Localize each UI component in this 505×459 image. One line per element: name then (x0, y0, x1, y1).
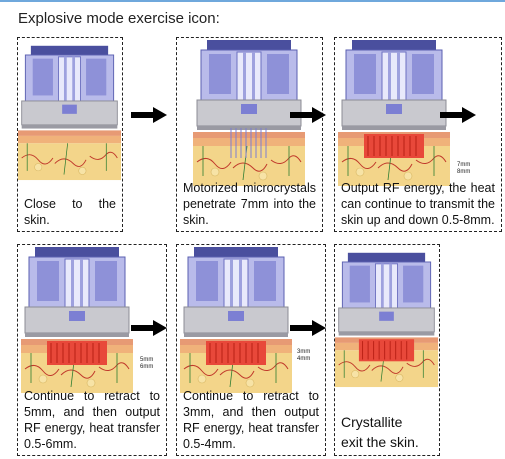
panel-penetrate: Motorized microcrystals penetrate 7mm in… (176, 37, 323, 232)
arrow-right-icon (131, 107, 167, 123)
panel-caption: Continue to retract to 3mm, and then out… (183, 389, 319, 451)
panel-caption: Crystallite exit the skin. (341, 414, 419, 450)
device-illustration (20, 246, 134, 393)
device-illustration (179, 246, 293, 393)
panel-caption: Motorized microcrystals penetrate 7mm in… (183, 181, 316, 227)
diagram-title: Explosive mode exercise icon: (18, 10, 220, 27)
arrow-right-icon (131, 320, 167, 336)
device-illustration (18, 45, 121, 181)
panel-exit-skin: Crystallite exit the skin. (334, 244, 440, 456)
device-illustration (335, 252, 438, 388)
device-illustration (337, 39, 451, 186)
panel-caption: Output RF energy, the heat can continue … (341, 181, 495, 227)
arrow-right-icon (290, 320, 326, 336)
panel-caption: Close to the skin. (24, 197, 116, 227)
arrow-right-icon (440, 107, 476, 123)
panel-caption: Continue to retract to 5mm, and then out… (24, 389, 160, 451)
panel-close-to-skin: Close to the skin. (17, 37, 123, 232)
arrow-right-icon (290, 107, 326, 123)
top-border-line (0, 0, 505, 2)
